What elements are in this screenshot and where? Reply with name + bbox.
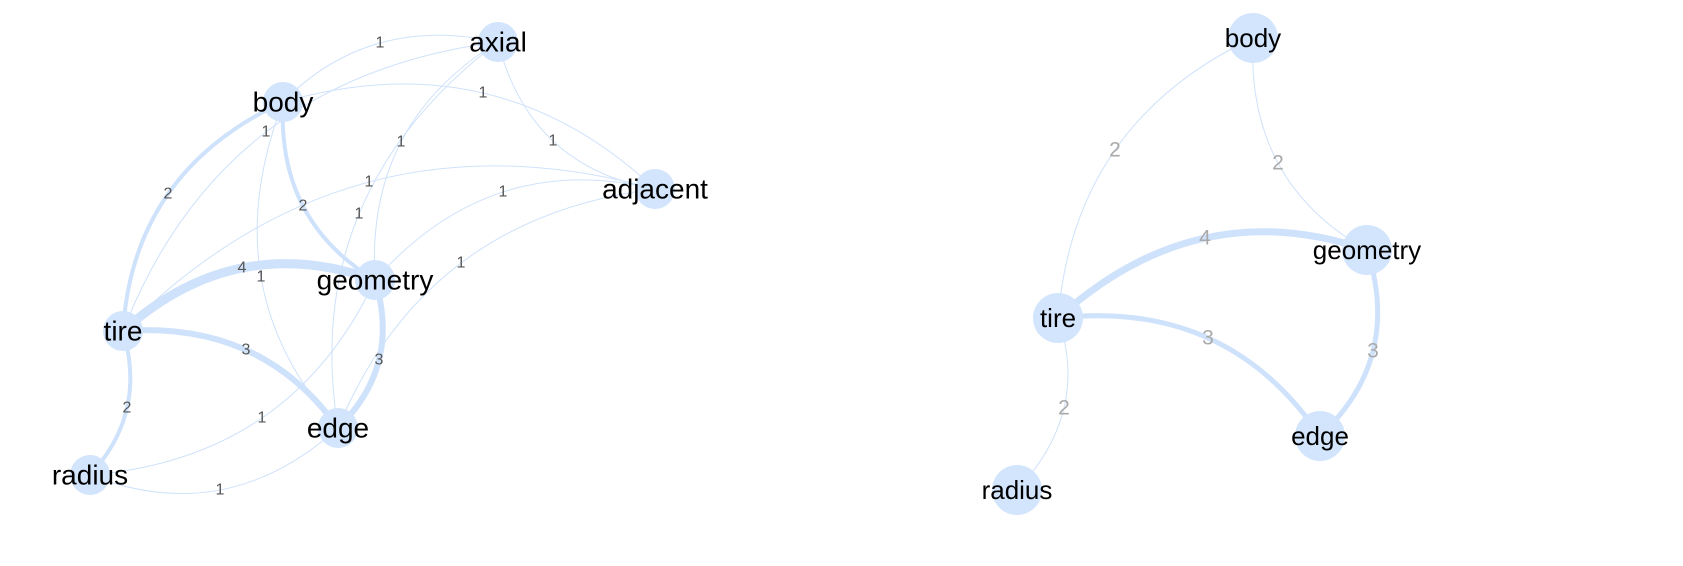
edge-weight-label-body-edge: 1 [257,269,266,286]
edge-weight-label-edge-adjacent: 1 [457,255,466,272]
edge-tire-geometry[interactable] [1054,228,1371,322]
node-label: radius [52,460,128,491]
node-tire[interactable]: tire [103,311,143,351]
edge-weight-label-body-geometry: 2 [299,198,308,215]
node-edge[interactable]: edge [307,408,369,448]
edge-weight-label-body-geometry: 2 [1272,152,1284,175]
edge-weight-label-radius-geometry: 1 [258,410,267,427]
node-tire[interactable]: tire [1033,293,1083,343]
edge-body-adjacent[interactable] [282,83,656,190]
edge-geometry-edge[interactable] [335,277,386,431]
filtered-graph: body geometry tire edge radius 2 2 4 3 3 2 [982,13,1421,515]
edge-body-geometry[interactable] [1252,37,1368,251]
nodes: axial body adjacent geometry tire edge radius [52,22,708,495]
node-label: geometry [1313,235,1421,265]
edge-weight-label-geometry-edge: 3 [1367,340,1379,363]
node-circle[interactable] [318,408,358,448]
edge-labels: 2 2 4 3 3 2 [1058,139,1379,420]
edge-tire-adjacent[interactable] [122,165,656,332]
node-geometry[interactable]: geometry [317,260,434,300]
node-radius[interactable]: radius [52,455,128,495]
edge-weight-label-tire-radius: 2 [123,400,132,417]
node-radius[interactable]: radius [982,465,1053,515]
edge-edge-adjacent[interactable] [337,188,656,429]
node-circle[interactable] [635,169,675,209]
edge-weight-label-axial-edge: 1 [355,206,364,223]
edge-weight-label-body-adjacent: 1 [479,85,488,102]
edge-tire-edge[interactable] [1055,313,1323,439]
nodes: body geometry tire edge radius [982,13,1421,515]
node-label: body [253,87,314,118]
node-circle[interactable] [263,82,303,122]
node-label: radius [982,475,1053,505]
edge-body-geometry[interactable] [280,100,377,282]
node-circle[interactable] [1228,13,1278,63]
edge-axial-geometry[interactable] [373,41,499,281]
edge-geometry-edge[interactable] [1317,247,1381,439]
node-circle[interactable] [1033,293,1083,343]
edges [88,34,656,495]
edge-weight-label-tire-geometry: 4 [1199,227,1211,250]
node-circle[interactable] [355,260,395,300]
node-label: tire [1040,303,1076,333]
node-axial[interactable]: axial [469,22,527,62]
node-label: geometry [317,265,434,296]
node-circle[interactable] [70,455,110,495]
node-geometry[interactable]: geometry [1313,225,1421,275]
edge-weight-label-radius-edge: 1 [216,482,225,499]
node-circle[interactable] [1295,411,1345,461]
edge-weight-label-tire-radius: 2 [1058,397,1070,420]
node-label: edge [307,413,369,444]
edge-weight-label-axial-adjacent: 1 [549,133,558,150]
edge-axial-edge[interactable] [331,41,499,429]
node-label: tire [104,316,143,347]
edge-tire-body[interactable] [1057,37,1254,319]
edge-weight-label-tire-edge: 3 [1202,327,1214,350]
edge-tire-geometry[interactable] [118,259,380,336]
edge-weight-label-tire-body: 2 [1109,139,1121,162]
node-body[interactable]: body [1225,13,1281,63]
node-label: axial [469,27,527,58]
edge-tire-edge[interactable] [120,327,341,431]
edge-weight-label-axial-geometry: 1 [397,134,406,151]
node-circle[interactable] [992,465,1042,515]
node-edge[interactable]: edge [1291,411,1349,461]
edge-radius-geometry[interactable] [89,279,376,476]
edge-body-axial[interactable] [282,34,499,103]
node-label: edge [1291,421,1349,451]
edge-weight-label-tire-axial: 1 [262,124,271,141]
edge-radius-edge[interactable] [89,427,339,495]
edge-tire-body[interactable] [121,100,285,333]
edge-weight-label-tire-body: 2 [164,186,173,203]
node-label: body [1225,23,1281,53]
edge-geometry-adjacent[interactable] [374,179,656,281]
node-body[interactable]: body [253,82,314,122]
edge-tire-axial[interactable] [122,41,499,332]
edge-weight-label-tire-edge: 3 [242,342,251,359]
node-circle[interactable] [478,22,518,62]
edge-weight-label-geometry-adjacent: 1 [499,184,508,201]
edge-weight-label-tire-adjacent: 1 [365,174,374,191]
node-circle[interactable] [1342,225,1392,275]
edge-weight-label-tire-geometry: 4 [238,260,247,277]
node-adjacent[interactable]: adjacent [602,169,708,209]
node-circle[interactable] [103,311,143,351]
full-graph: axial body adjacent geometry tire edge radius 1… [52,22,708,499]
node-label: adjacent [602,174,708,205]
edge-weight-label-geometry-edge: 3 [375,352,384,369]
edge-weight-label-body-axial: 1 [376,35,385,52]
